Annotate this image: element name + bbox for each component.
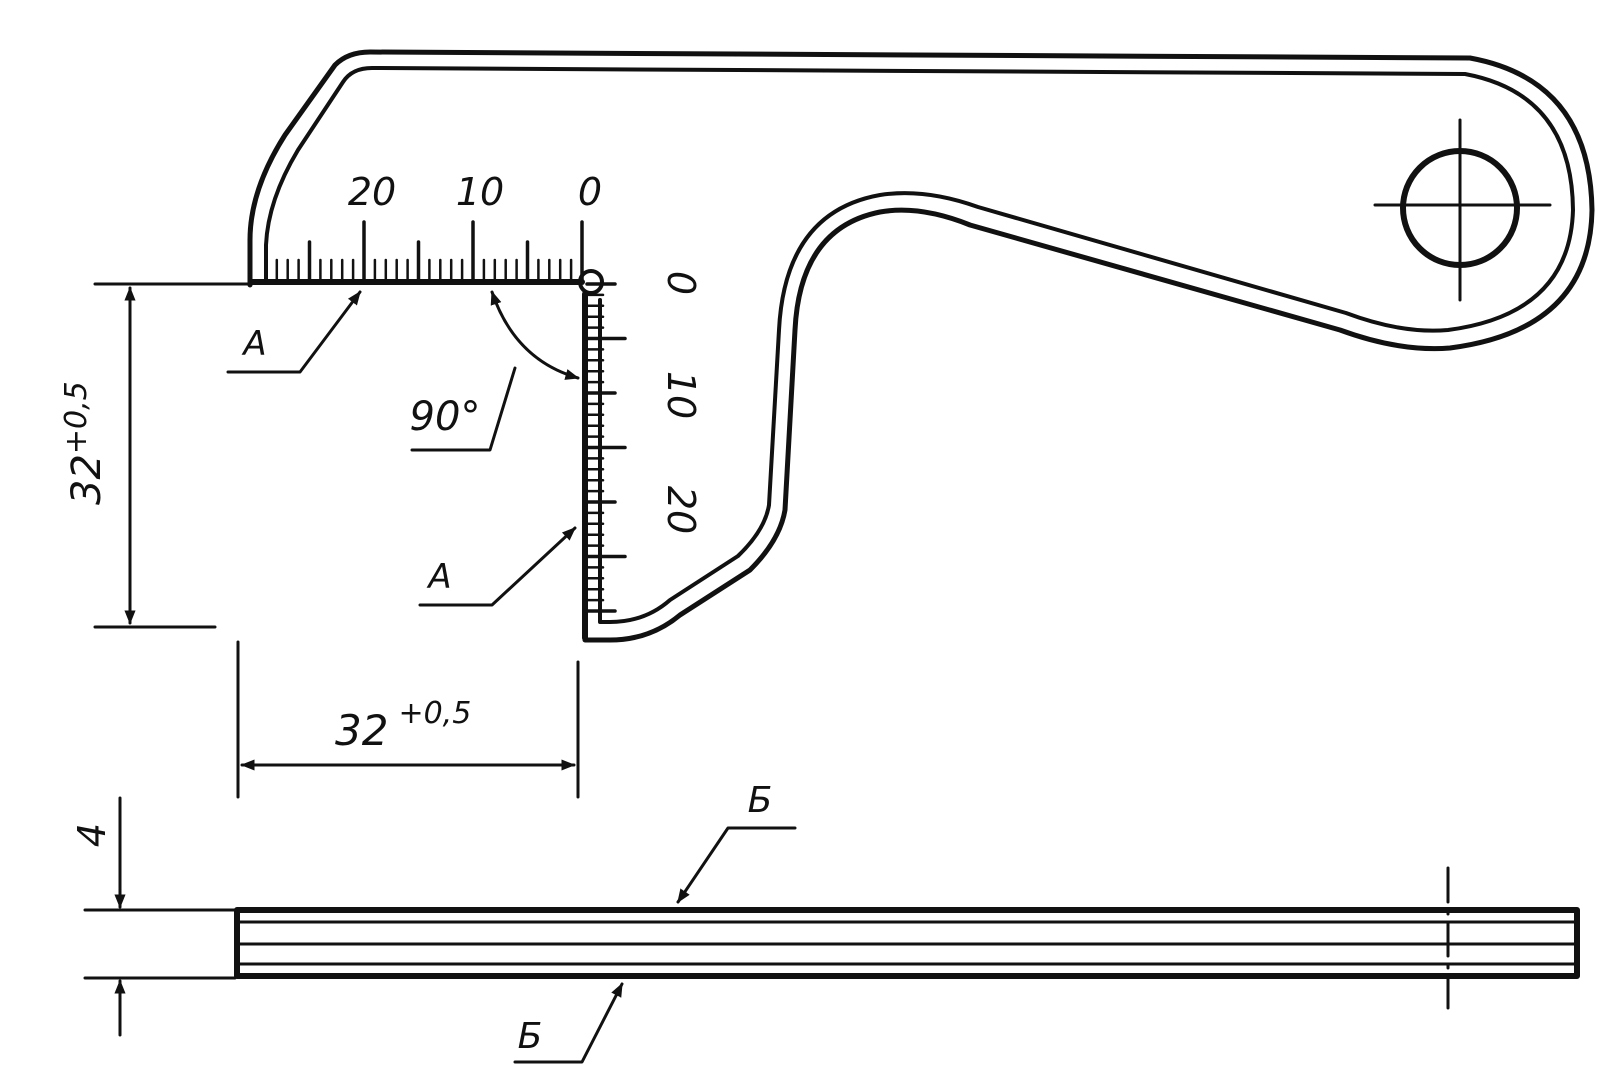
side-view-outline <box>234 907 1580 979</box>
surface-a-callout-top: А <box>226 290 362 374</box>
right-angle-callout: 90° <box>410 290 580 452</box>
top-scale-ticks <box>264 220 584 282</box>
top-scale-label-0: 0 <box>578 170 602 214</box>
gauge-outer-contour <box>247 49 1595 643</box>
thickness-label: 4 <box>70 823 114 847</box>
top-scale-label-10: 10 <box>456 170 504 214</box>
side-scale: 0 10 20 <box>582 271 703 641</box>
surface-b-label-bottom: Б <box>518 1016 543 1057</box>
vertical-dimension-base: 32 <box>64 454 110 505</box>
surface-b-label-top: Б <box>748 780 773 821</box>
side-scale-label-10: 10 <box>659 371 703 419</box>
side-scale-ticks <box>585 282 627 613</box>
gauge-inner-contour <box>264 66 1575 624</box>
horizontal-dimension: 32 +0,5 <box>236 640 580 799</box>
surface-b-callout-top: Б <box>676 780 797 904</box>
thickness-dimension: 4 <box>70 796 237 1037</box>
surface-a-label-side: А <box>426 557 451 597</box>
vertical-dimension-tolerance: +0,5 <box>59 381 94 454</box>
side-view <box>234 866 1580 1010</box>
vertical-dimension: 32+0,5 <box>59 282 252 629</box>
side-scale-label-20: 20 <box>659 486 703 534</box>
surface-a-callout-side: А <box>418 526 577 607</box>
horizontal-dimension-label: 32 +0,5 <box>335 696 471 755</box>
horizontal-dimension-base: 32 <box>335 706 388 755</box>
vertical-dimension-label: 32+0,5 <box>59 381 110 505</box>
gauge-plate-outline <box>247 49 1595 643</box>
right-angle-leader <box>410 366 517 452</box>
horizontal-dimension-tolerance: +0,5 <box>398 696 471 731</box>
top-scale: 20 10 0 <box>249 170 602 285</box>
right-angle-arc <box>490 290 580 380</box>
right-angle-label: 90° <box>410 394 481 440</box>
side-scale-label-0: 0 <box>659 271 703 295</box>
surface-a-label-top: А <box>241 324 266 364</box>
mounting-hole <box>1373 118 1552 302</box>
surface-b-callout-bottom: Б <box>513 982 624 1064</box>
top-scale-label-20: 20 <box>348 170 396 214</box>
